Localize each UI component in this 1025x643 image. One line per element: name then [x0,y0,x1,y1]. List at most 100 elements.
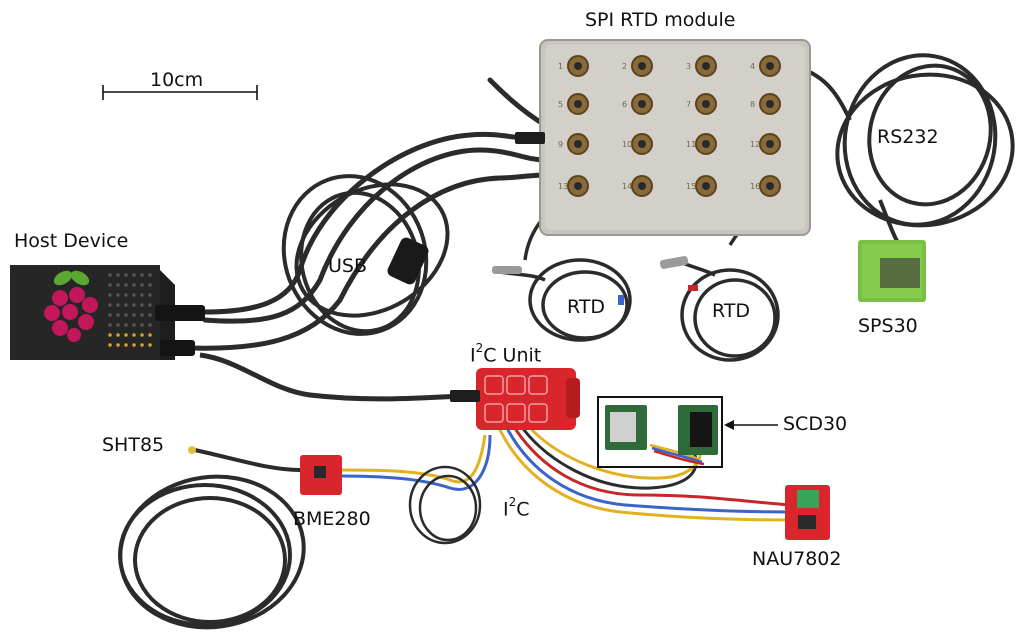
vent-hole [116,333,120,337]
usb-connector-module [515,132,545,144]
i2c-wires-yellow [498,428,792,522]
vent-hole [132,343,136,347]
bme280-board [300,455,342,495]
module-port-number: 8 [750,100,755,109]
vent-hole [116,313,120,317]
vent-hole [148,273,152,277]
vent-hole [108,313,112,317]
vent-hole [132,283,136,287]
i2c-unit-board [476,368,580,430]
rs232-label: RS232 [877,126,939,148]
vent-hole [124,333,128,337]
scale-bar [102,85,258,100]
vent-hole [116,303,120,307]
sps30-sensor [858,240,926,302]
module-port-hole [702,182,710,190]
module-port-hole [766,182,774,190]
module-port-number: 11 [686,140,696,149]
bme280-label: BME280 [293,508,371,530]
sps30-label: SPS30 [858,315,918,337]
vent-hole [140,293,144,297]
case-vent-holes [108,273,152,347]
vent-hole [132,273,136,277]
module-port-hole [574,182,582,190]
vent-hole [124,313,128,317]
nau7802-board [785,485,830,540]
module-port-hole [638,62,646,70]
module-port-number: 14 [622,182,632,191]
usb-plug-host-2 [160,340,195,356]
vent-hole [148,283,152,287]
module-port-number: 3 [686,62,691,71]
vent-hole [116,343,120,347]
rtd-left-blue-marker [618,295,624,305]
vent-hole [148,333,152,337]
scd30-sensor [605,405,718,455]
raspberry-logo [44,270,98,342]
module-port-number: 13 [558,182,568,191]
usb-label: USB [328,255,368,277]
vent-hole [132,323,136,327]
spi-rtd-module-label: SPI RTD module [585,9,736,31]
vent-hole [140,313,144,317]
host-to-i2c-cable [199,352,481,402]
sht85-sensor-tip [188,446,196,454]
vent-hole [148,303,152,307]
vent-hole [132,333,136,337]
module-port-hole [766,100,774,108]
module-port-hole [638,182,646,190]
vent-hole [108,303,112,307]
module-port-number: 7 [686,100,691,109]
usb-plug-i2c [450,390,480,402]
module-port-number: 5 [558,100,563,109]
module-port-hole [638,140,646,148]
module-port-hole [574,140,582,148]
module-port-number: 10 [622,140,632,149]
vent-hole [140,333,144,337]
rtd-right-label: RTD [712,300,751,322]
module-port-hole [574,100,582,108]
scd30-label: SCD30 [783,413,848,435]
vent-hole [140,343,144,347]
usb-cable-bundle [187,77,548,351]
vent-hole [140,323,144,327]
module-port-hole [638,100,646,108]
vent-hole [108,333,112,337]
vent-hole [124,343,128,347]
module-port-hole [766,62,774,70]
module-port-hole [702,140,710,148]
sht85-cable-coil [118,448,306,630]
vent-hole [140,303,144,307]
i2c-wires-bme [339,434,492,545]
module-port-number: 1 [558,62,563,71]
rtd-left-label: RTD [567,296,606,318]
vent-hole [132,303,136,307]
vent-hole [124,293,128,297]
vent-hole [116,323,120,327]
module-port-number: 16 [750,182,760,191]
vent-hole [124,303,128,307]
module-port-hole [574,62,582,70]
sht85-label: SHT85 [102,434,165,456]
scd30-highlight-box [597,396,723,468]
vent-hole [148,313,152,317]
module-port-number: 9 [558,140,563,149]
vent-hole [116,293,120,297]
rtd-left-probe [492,266,522,274]
module-port-number: 15 [686,182,696,191]
module-port-hole [702,62,710,70]
i2c-unit-label: I2C Unit [470,341,542,367]
vent-hole [108,283,112,287]
vent-hole [148,343,152,347]
vent-hole [148,293,152,297]
vent-hole [108,343,112,347]
vent-hole [124,323,128,327]
vent-hole [140,273,144,277]
velcro-strap [387,237,429,285]
scd30-arrow-head [724,420,734,430]
module-port-hole [702,100,710,108]
module-port-number: 12 [750,140,760,149]
